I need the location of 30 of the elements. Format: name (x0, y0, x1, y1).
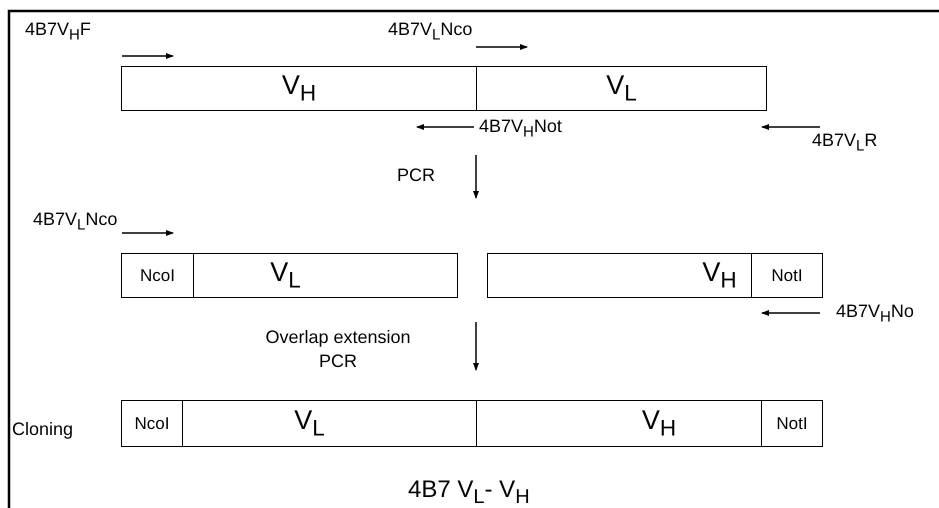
gene-segment-box (193, 253, 458, 298)
segment-label: V$_{H}$ (702, 257, 737, 294)
gene-segment-box (476, 400, 762, 447)
gene-segment-box (121, 400, 183, 447)
primer-label: 4B7V$_{H}$F (25, 20, 91, 44)
step-label: PCR (397, 166, 436, 186)
segment-label: V$_{L}$ (270, 257, 301, 294)
segment-label: V$_{H}$ (642, 405, 676, 442)
segment-label: V$_{L}$ (606, 70, 637, 107)
step-label: Overlap extension PCR (264, 326, 412, 374)
restriction-site-label: NotI (776, 414, 808, 434)
primer-label: 4B7V$_{H}$Not (479, 117, 562, 142)
construct-caption: 4B7 V$_{L}$- V$_{H}$ (408, 477, 530, 508)
step-label: Cloning (12, 420, 74, 440)
primer-label: 4B7V$_{L}$R (812, 131, 878, 156)
primer-label: 4B7V$_{L}$Nco (33, 210, 118, 234)
segment-label: V$_{H}$ (282, 70, 316, 107)
restriction-site-label: NcoI (134, 414, 170, 434)
restriction-site-label: NcoI (140, 266, 175, 286)
gene-segment-box (182, 400, 477, 447)
restriction-site-label: NotI (771, 266, 803, 286)
gene-segment-box (476, 66, 767, 111)
gene-segment-box (121, 66, 477, 111)
gene-segment-box (121, 253, 194, 298)
gene-segment-box (761, 400, 823, 447)
gene-segment-box (487, 253, 752, 298)
primer-label: 4B7V$_{H}$No (836, 302, 914, 326)
segment-label: V$_{L}$ (294, 405, 325, 442)
primer-label: 4B7V$_{L}$Nco (388, 20, 472, 44)
gene-segment-box (751, 253, 823, 298)
